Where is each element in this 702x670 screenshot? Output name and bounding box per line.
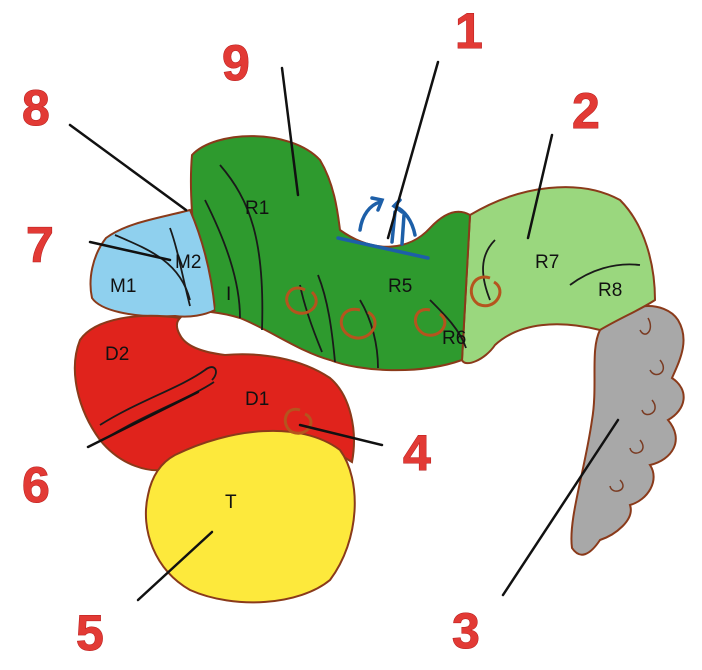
fold-swirls	[283, 275, 502, 435]
callout-6: 6	[22, 457, 50, 513]
light-green-region	[460, 186, 657, 365]
callout-7: 7	[26, 217, 54, 273]
label-r1: R1	[245, 198, 269, 219]
label-i: I	[226, 284, 231, 305]
label-m2: M2	[175, 252, 201, 273]
callout-numbers: 1 2 3 4 5 6 7 8 9	[22, 3, 601, 662]
label-r7: R7	[535, 252, 559, 273]
label-d2: D2	[105, 344, 129, 365]
gray-tail-lobules	[609, 317, 665, 492]
label-t: T	[225, 492, 237, 513]
segment-boundaries	[99, 164, 641, 438]
leader-lines	[68, 60, 620, 602]
blue-region	[89, 208, 217, 318]
gray-tail-region	[570, 305, 685, 556]
label-d1: D1	[245, 389, 269, 410]
callout-9: 9	[222, 35, 250, 91]
callout-5: 5	[76, 605, 104, 661]
label-r6: R6	[442, 328, 466, 349]
yellow-region	[144, 429, 356, 604]
label-m1: M1	[110, 276, 136, 297]
callout-2: 2	[572, 83, 600, 139]
label-r8: R8	[598, 280, 622, 301]
callout-4: 4	[403, 425, 431, 481]
callout-1: 1	[455, 3, 483, 59]
label-r5: R5	[388, 276, 412, 297]
callout-3: 3	[452, 603, 480, 659]
callout-8: 8	[22, 80, 50, 136]
